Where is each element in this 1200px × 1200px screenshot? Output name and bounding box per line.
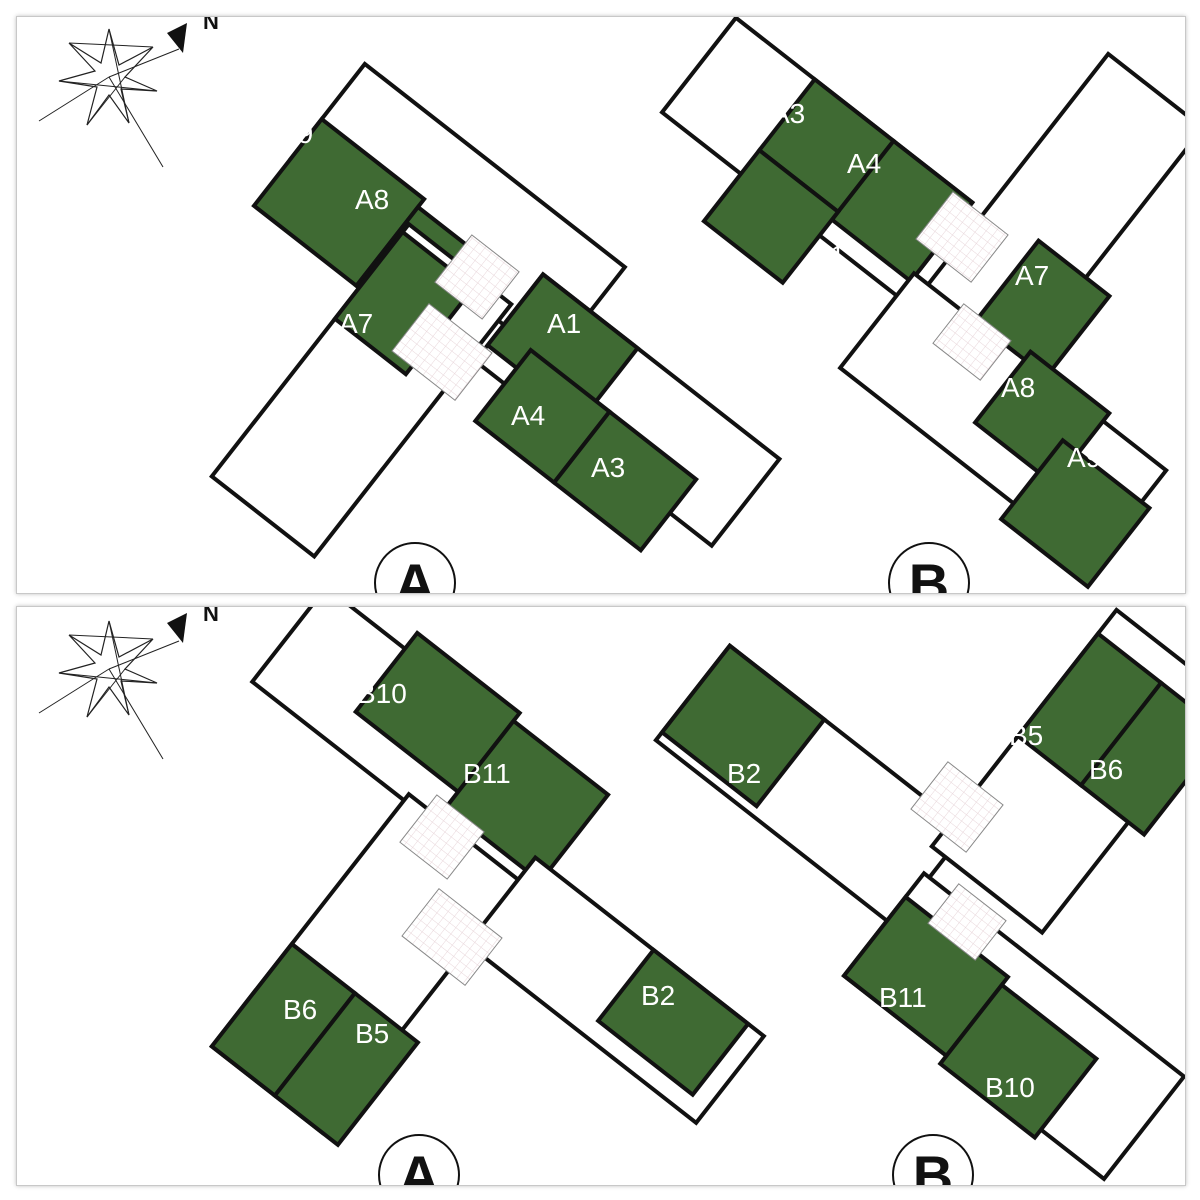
unit-label-a7: A7: [339, 308, 373, 339]
tower-b-badge: B: [888, 542, 970, 593]
north-arrow-icon: N: [167, 607, 219, 643]
tower-b-label: B: [909, 552, 949, 593]
tower-b-badge-bottom: B: [892, 1134, 974, 1185]
unit-label-b6: B6: [283, 994, 317, 1025]
unit-b5-shape: [272, 990, 421, 1148]
unit-label-a9: A9: [279, 118, 313, 149]
tower-a-label-bottom: A: [399, 1144, 439, 1185]
north-label: N: [203, 17, 219, 34]
tower-a-plan: A9 A8 A7 A1 A4 A3: [208, 61, 783, 560]
unit-label-b5: B5: [355, 1018, 389, 1049]
unit-label-a9-b: A9: [1067, 442, 1101, 473]
unit-a9-shape-b: [998, 437, 1153, 590]
unit-b11-shape: [443, 718, 611, 885]
unit-label-b5-b: B5: [1009, 720, 1043, 751]
floorplan-panel-b-units: N B10 B11 B6 B5 B2 A: [16, 606, 1186, 1186]
unit-a1-shape-b: [701, 147, 841, 286]
unit-b10-shape-b: [937, 982, 1100, 1141]
tower-b-plan: A3 A4 A1 A7 A8 A9: [659, 17, 1185, 590]
tower-b-plan-bottom: B2 B5 B6 B11 B10: [653, 607, 1185, 1182]
unit-label-a4-b: A4: [847, 148, 881, 179]
tower-a-plan-bottom: B10 B11 B6 B5 B2: [208, 607, 767, 1148]
unit-label-b2: B2: [641, 980, 675, 1011]
unit-label-a7-b: A7: [1015, 260, 1049, 291]
unit-label-a3-b: A3: [771, 98, 805, 129]
unit-b6-shape-b: [1078, 680, 1185, 838]
unit-a3-shape: [551, 408, 699, 554]
unit-label-b10: B10: [357, 678, 407, 709]
unit-label-a8: A8: [355, 184, 389, 215]
unit-b2-shape: [595, 947, 751, 1098]
unit-label-b2-b: B2: [727, 758, 761, 789]
compass-rose-icon: [38, 620, 180, 760]
unit-label-a1-b: A1: [811, 240, 845, 271]
tower-a-label: A: [395, 552, 435, 593]
floorplan-panel-a-units: N A9 A8 A7 A1 A4 A3: [16, 16, 1186, 594]
unit-label-a3: A3: [591, 452, 625, 483]
tower-b-label-bottom: B: [913, 1144, 953, 1185]
tower-a-badge-bottom: A: [378, 1134, 460, 1185]
unit-label-b10-b: B10: [985, 1072, 1035, 1103]
unit-label-b11-b: B11: [879, 982, 927, 1013]
unit-label-a4: A4: [511, 400, 545, 431]
north-label-bottom: N: [203, 607, 219, 626]
unit-label-a1: A1: [547, 308, 581, 339]
north-arrow-icon: N: [167, 17, 219, 53]
unit-b2-shape-b: [659, 642, 828, 810]
unit-label-a8-b: A8: [1001, 372, 1035, 403]
tower-a-badge: A: [374, 542, 456, 593]
unit-label-b11: B11: [463, 758, 511, 789]
unit-label-b6-b: B6: [1089, 754, 1123, 785]
compass-rose-icon: [38, 28, 180, 168]
